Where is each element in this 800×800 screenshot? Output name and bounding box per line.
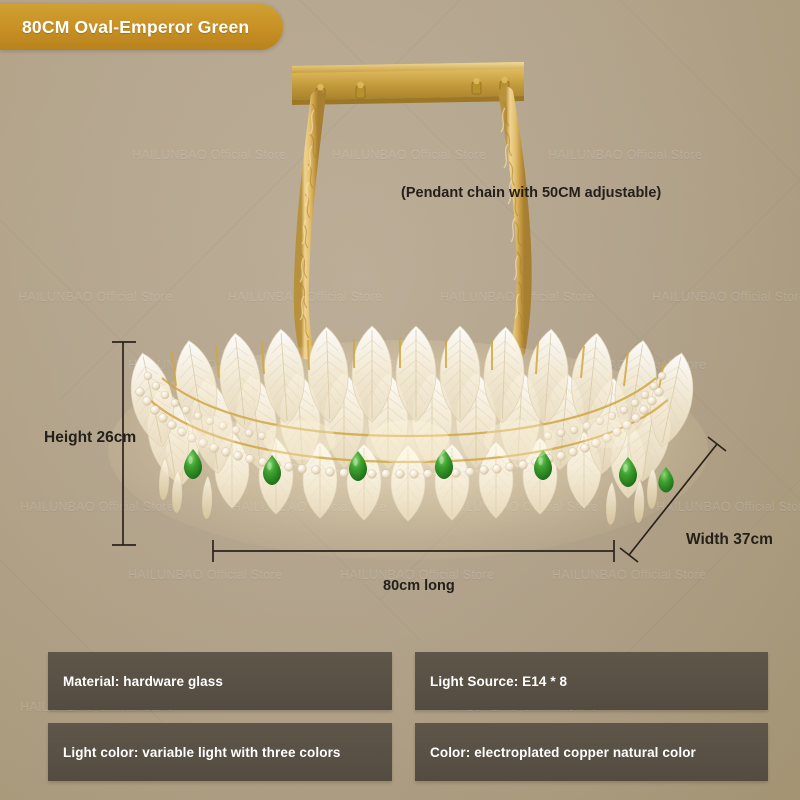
width-dimension-line — [628, 443, 718, 556]
pendant-chain-note: (Pendant chain with 50CM adjustable) — [401, 185, 662, 201]
product-title-text: 80CM Oval-Emperor Green — [22, 16, 250, 37]
crystal-drops — [158, 457, 658, 525]
ceiling-mount-plate — [292, 62, 524, 105]
spec-light-color-text: Light color: variable light with three c… — [63, 744, 341, 760]
product-title-banner: 80CM Oval-Emperor Green — [0, 4, 284, 50]
chandelier-illustration — [108, 62, 708, 560]
spec-material-text: Material: hardware glass — [63, 673, 223, 689]
height-dimension-label: Height 26cm — [44, 429, 137, 446]
spec-box-light-color: Light color: variable light with three c… — [48, 723, 392, 781]
pearl-strands — [135, 371, 677, 479]
spec-box-material: Material: hardware glass — [48, 652, 392, 710]
spec-box-color: Color: electroplated copper natural colo… — [415, 723, 768, 781]
length-dimension-label: 80cm long — [383, 578, 455, 594]
light-bulb-glow — [184, 416, 636, 464]
pendant-cord-right — [498, 86, 532, 358]
width-dimension-label: Width 37cm — [686, 531, 773, 548]
emerald-gem-drops — [184, 449, 674, 493]
spec-color-text: Color: electroplated copper natural colo… — [430, 744, 696, 760]
spec-light-source-text: Light Source: E14 * 8 — [430, 673, 568, 689]
pendant-cord-left — [293, 90, 326, 360]
spec-box-light-source: Light Source: E14 * 8 — [415, 652, 768, 710]
